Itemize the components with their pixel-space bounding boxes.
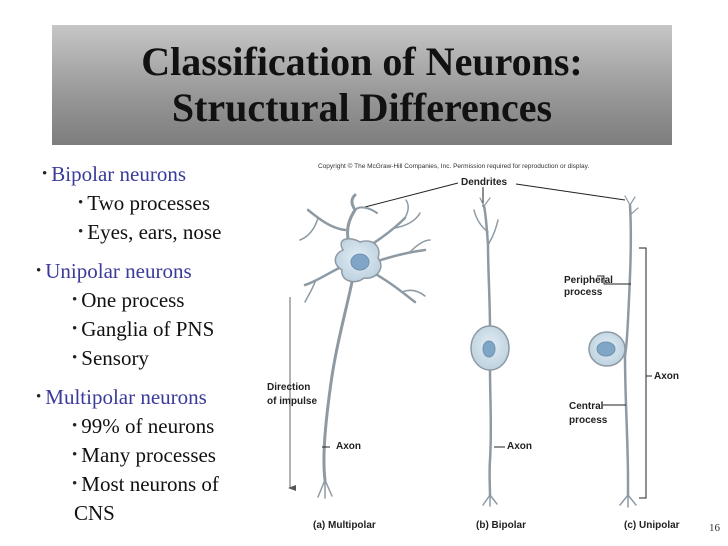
sub-bullet: •99% of neurons xyxy=(72,414,215,438)
label-axon-unipolar: Axon xyxy=(654,371,679,382)
unipolar-axon-bracket xyxy=(639,247,647,499)
sub-bullet-text: Ganglia of PNS xyxy=(81,317,215,341)
sub-bullet-text: Sensory xyxy=(81,346,149,370)
title-bar: Classification of Neurons: Structural Di… xyxy=(52,25,672,145)
bullet-bipolar-label: Bipolar neurons xyxy=(51,162,186,186)
label-axon-bipolar: Axon xyxy=(507,441,532,452)
label-dendrites: Dendrites xyxy=(461,177,508,188)
bullet-unipolar: •Unipolar neurons xyxy=(36,259,192,283)
sub-bullet: •Two processes xyxy=(78,191,211,215)
label-direction-2: of impulse xyxy=(267,396,318,407)
unipolar-nucleus xyxy=(596,341,616,357)
sub-bullet: •Ganglia of PNS xyxy=(72,317,215,341)
bullet-unipolar-label: Unipolar neurons xyxy=(45,259,192,283)
caption-unipolar: (c) Unipolar xyxy=(624,520,680,531)
label-central-process-1: Central xyxy=(569,401,604,412)
slide-title-line-1: Classification of Neurons: xyxy=(141,39,583,84)
sub-bullet: •Sensory xyxy=(72,346,149,370)
label-direction-1: Direction xyxy=(267,382,311,393)
caption-bipolar: (b) Bipolar xyxy=(476,520,526,531)
bipolar-nucleus xyxy=(482,340,496,358)
sub-bullet-text: One process xyxy=(81,288,185,312)
sub-bullet-text: Two processes xyxy=(87,191,211,215)
sub-bullet-text: Most neurons of xyxy=(81,472,219,496)
unipolar-neuron xyxy=(619,195,639,508)
caption-multipolar: (a) Multipolar xyxy=(313,520,376,531)
label-central-process-2: process xyxy=(569,415,608,426)
figure-copyright: Copyright © The McGraw-Hill Companies, I… xyxy=(318,163,590,170)
bullet-multipolar-label: Multipolar neurons xyxy=(45,385,207,409)
sub-bullet-text: Many processes xyxy=(81,443,216,467)
sub-bullet: •Most neurons of xyxy=(72,472,219,496)
sub-bullet: •Eyes, ears, nose xyxy=(78,220,222,244)
slide-title-line-2: Structural Differences xyxy=(171,85,553,130)
sub-bullet: •Many processes xyxy=(72,443,216,467)
label-peripheral-process-1: Peripheral xyxy=(564,275,613,286)
label-axon-multipolar: Axon xyxy=(336,441,361,452)
page-number: 16 xyxy=(709,522,720,534)
multipolar-nucleus xyxy=(350,253,370,271)
bullet-multipolar: •Multipolar neurons xyxy=(36,385,207,409)
bipolar-neuron xyxy=(473,197,499,507)
label-leader-lines xyxy=(322,275,631,448)
sub-bullet-continuation: CNS xyxy=(74,501,115,525)
sub-bullet: •One process xyxy=(72,288,185,312)
sub-bullet-text: Eyes, ears, nose xyxy=(87,220,222,244)
label-peripheral-process-2: process xyxy=(564,287,603,298)
sub-bullet-text: 99% of neurons xyxy=(81,414,215,438)
bullet-bipolar: •Bipolar neurons xyxy=(42,162,186,186)
